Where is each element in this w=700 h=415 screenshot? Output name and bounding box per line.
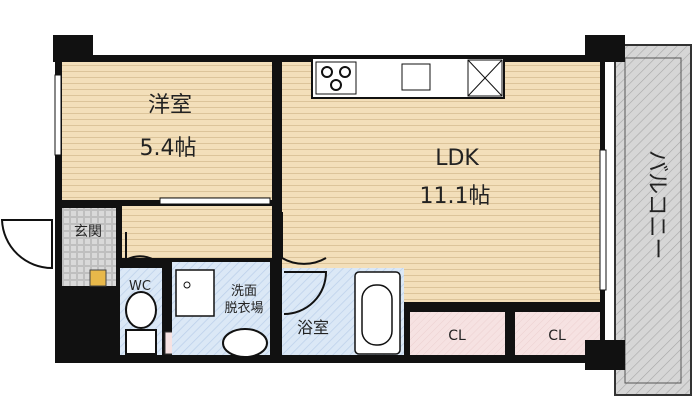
toilet-icon [125,329,157,355]
ldk-door[interactable] [281,212,327,265]
washroom-label-2: 脱衣場 [224,300,263,316]
wc-label: WC [129,279,151,294]
kitchen-counter [311,57,505,99]
stove-icon [315,61,357,95]
closet-1 [410,312,505,355]
closet-2-label: CL [548,328,566,344]
kitchen-sink-icon [401,63,431,91]
entrance-door[interactable] [0,219,53,270]
ldk-size: 11.1帖 [420,184,491,209]
ldk-name: LDK [435,146,479,171]
western-window[interactable] [54,74,62,156]
corridor [122,206,272,258]
toilet-bowl-icon [125,291,157,329]
closet-1-label: CL [448,328,466,344]
western-room [62,62,272,200]
western-sliding-door[interactable] [159,197,271,205]
washing-machine-icon [175,269,215,317]
shoe-box [89,269,107,287]
western-room-name: 洋室 [148,93,192,118]
western-room-size: 5.4帖 [140,136,197,161]
sink-icon [222,328,268,358]
washroom-label-1: 洗面 [231,284,257,299]
bath-door[interactable] [283,271,328,315]
ldk-room [282,62,600,302]
bath-label: 浴室 [297,318,329,337]
wc-door[interactable] [125,232,155,262]
balcony: バルコニー [614,44,692,396]
entrance-label: 玄関 [74,223,102,240]
entrance [62,208,116,286]
ldk-window[interactable] [599,149,607,291]
balcony-label: バルコニー [644,150,669,260]
